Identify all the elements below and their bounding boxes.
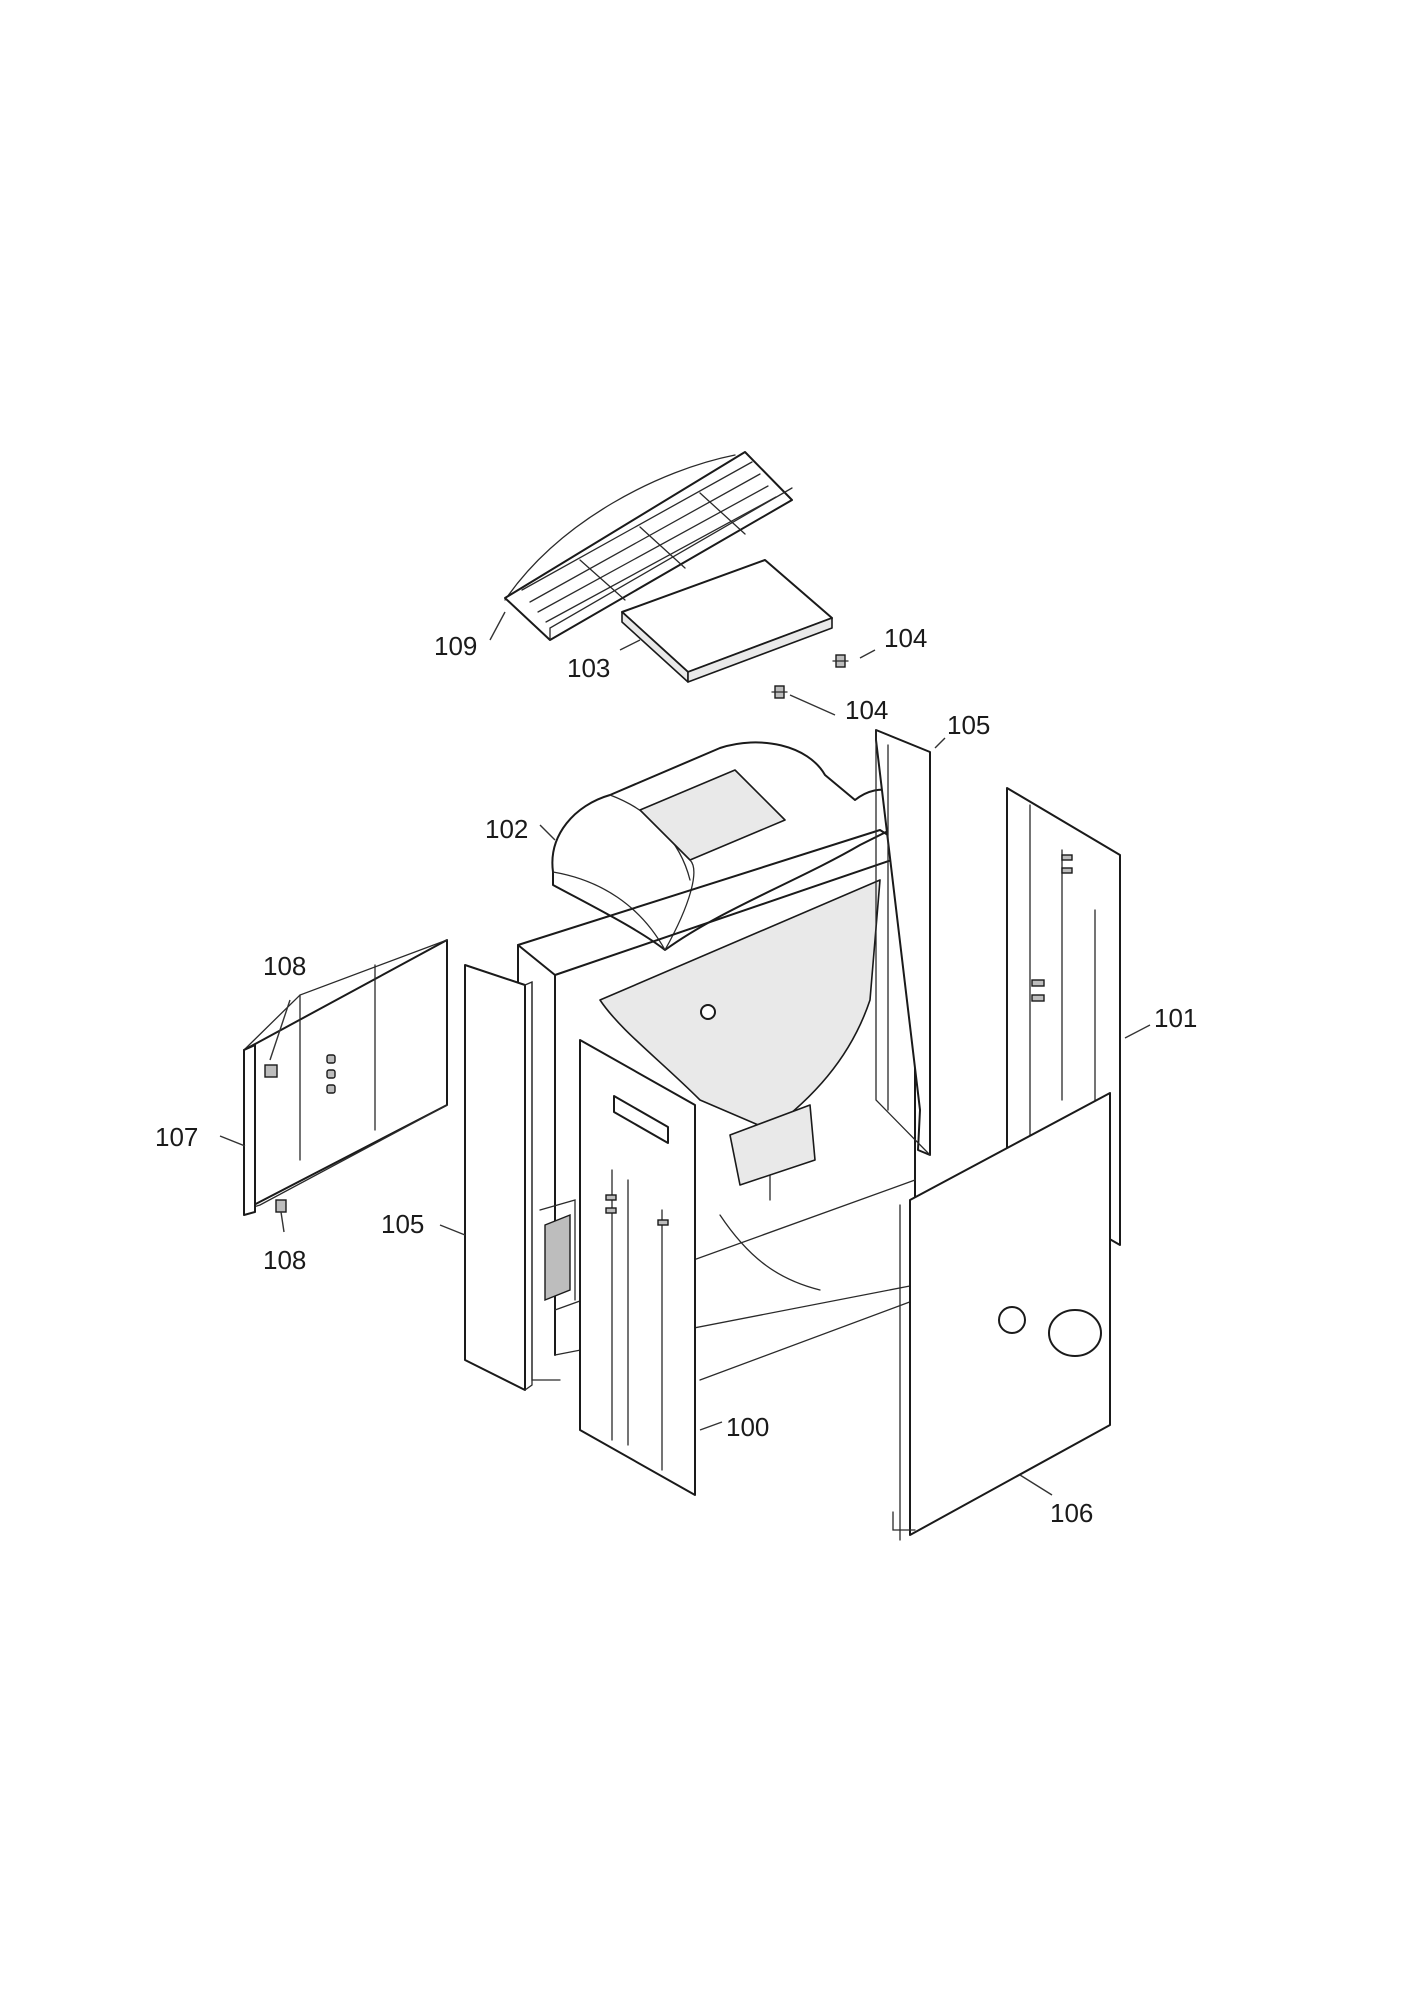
- label-107: 107: [155, 1122, 198, 1152]
- label-109: 109: [434, 631, 477, 661]
- part-103-top-plate: [621, 559, 833, 683]
- part-105-side-strip-right: [875, 729, 931, 1156]
- left-frame: [531, 981, 576, 1381]
- label-101: 101: [1154, 1003, 1197, 1033]
- part-104-fastener-lower: [771, 685, 788, 699]
- label-102: 102: [485, 814, 528, 844]
- label-108-lower: 108: [263, 1245, 306, 1275]
- label-104-upper: 104: [884, 623, 927, 653]
- part-107-side-box: [243, 939, 448, 1216]
- label-106: 106: [1050, 1498, 1093, 1528]
- label-100: 100: [726, 1412, 769, 1442]
- label-108-upper: 108: [263, 951, 306, 981]
- label-105-lower: 105: [381, 1209, 424, 1239]
- part-106-rear-panel: [892, 1092, 1111, 1541]
- part-labels: 109 103 104 104 105 102 101 108 107 105 …: [155, 623, 1197, 1528]
- part-108-knob-lower: [275, 1199, 287, 1233]
- label-105-upper: 105: [947, 710, 990, 740]
- part-100-front-panel: [579, 1039, 696, 1496]
- label-104-lower: 104: [845, 695, 888, 725]
- label-103: 103: [567, 653, 610, 683]
- part-109-top-grate: [504, 451, 793, 641]
- part-104-fastener-upper: [832, 654, 849, 668]
- leader-lines: [219, 611, 1151, 1496]
- part-102-hood: [551, 741, 912, 951]
- part-105-side-strip-left: [464, 964, 533, 1391]
- part-108-knob-upper: [264, 999, 291, 1078]
